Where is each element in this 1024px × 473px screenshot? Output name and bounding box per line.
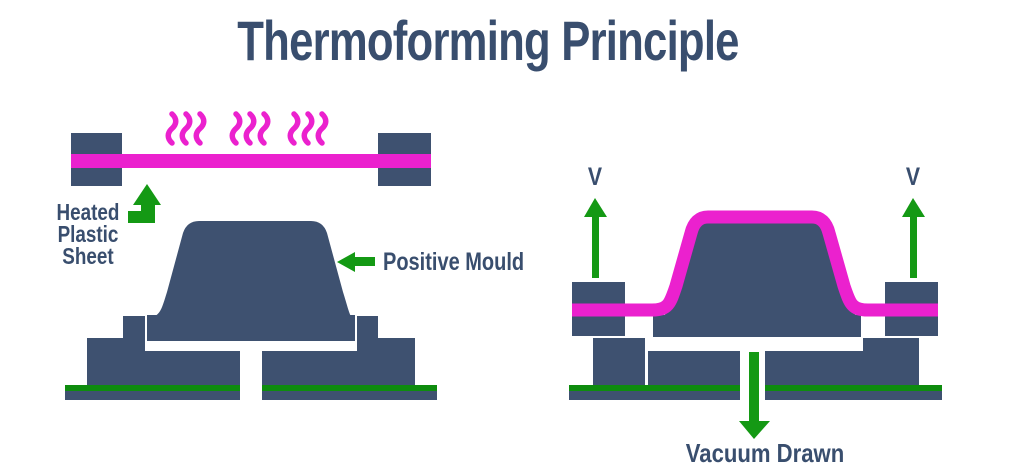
page-title: Thermoforming Principle bbox=[237, 9, 739, 72]
vacuum-port-left-label: V bbox=[587, 163, 603, 191]
base-shoulder-right bbox=[378, 338, 415, 392]
plastic-sheet-formed bbox=[572, 210, 938, 317]
table-line-right bbox=[262, 385, 437, 391]
base-bar-right bbox=[262, 391, 437, 400]
base-post-right bbox=[357, 316, 378, 392]
arrow-up-icon bbox=[902, 198, 925, 278]
vacuum-drawn-label: Vacuum Drawn bbox=[685, 438, 845, 468]
heated-plastic-sheet-label: Heated Plastic Sheet bbox=[31, 199, 146, 269]
table-line-left bbox=[65, 385, 240, 391]
positive-mould-shape bbox=[150, 221, 352, 317]
base-bar-left bbox=[65, 391, 240, 400]
mould-pedestal bbox=[653, 315, 861, 337]
plastic-sheet-flat bbox=[71, 154, 431, 168]
heated-plastic-sheet-line1: Heated bbox=[56, 199, 120, 225]
vacuum-port-right-label: V bbox=[905, 163, 921, 191]
heat-waves-icon bbox=[165, 111, 329, 146]
arrow-up-icon bbox=[584, 198, 607, 278]
positive-mould-label: Positive Mould bbox=[383, 248, 525, 276]
arrow-left-icon bbox=[337, 252, 375, 272]
positive-mould-shape bbox=[656, 223, 858, 319]
left-diagram bbox=[65, 111, 437, 400]
base-block-left bbox=[593, 338, 645, 392]
arrow-down-icon bbox=[739, 352, 770, 439]
heated-plastic-sheet-line2: Plastic Sheet bbox=[57, 221, 119, 269]
arrow-bent-up-icon bbox=[128, 184, 161, 223]
base-bar-right bbox=[765, 391, 942, 400]
base-bar-left bbox=[569, 391, 740, 400]
right-diagram bbox=[569, 198, 942, 439]
base-post-left bbox=[123, 316, 145, 392]
base-block-right bbox=[863, 338, 919, 392]
table-line-right bbox=[765, 385, 942, 391]
table-line-left bbox=[569, 385, 740, 391]
base-shoulder-left bbox=[87, 338, 125, 392]
mould-pedestal bbox=[147, 315, 355, 341]
